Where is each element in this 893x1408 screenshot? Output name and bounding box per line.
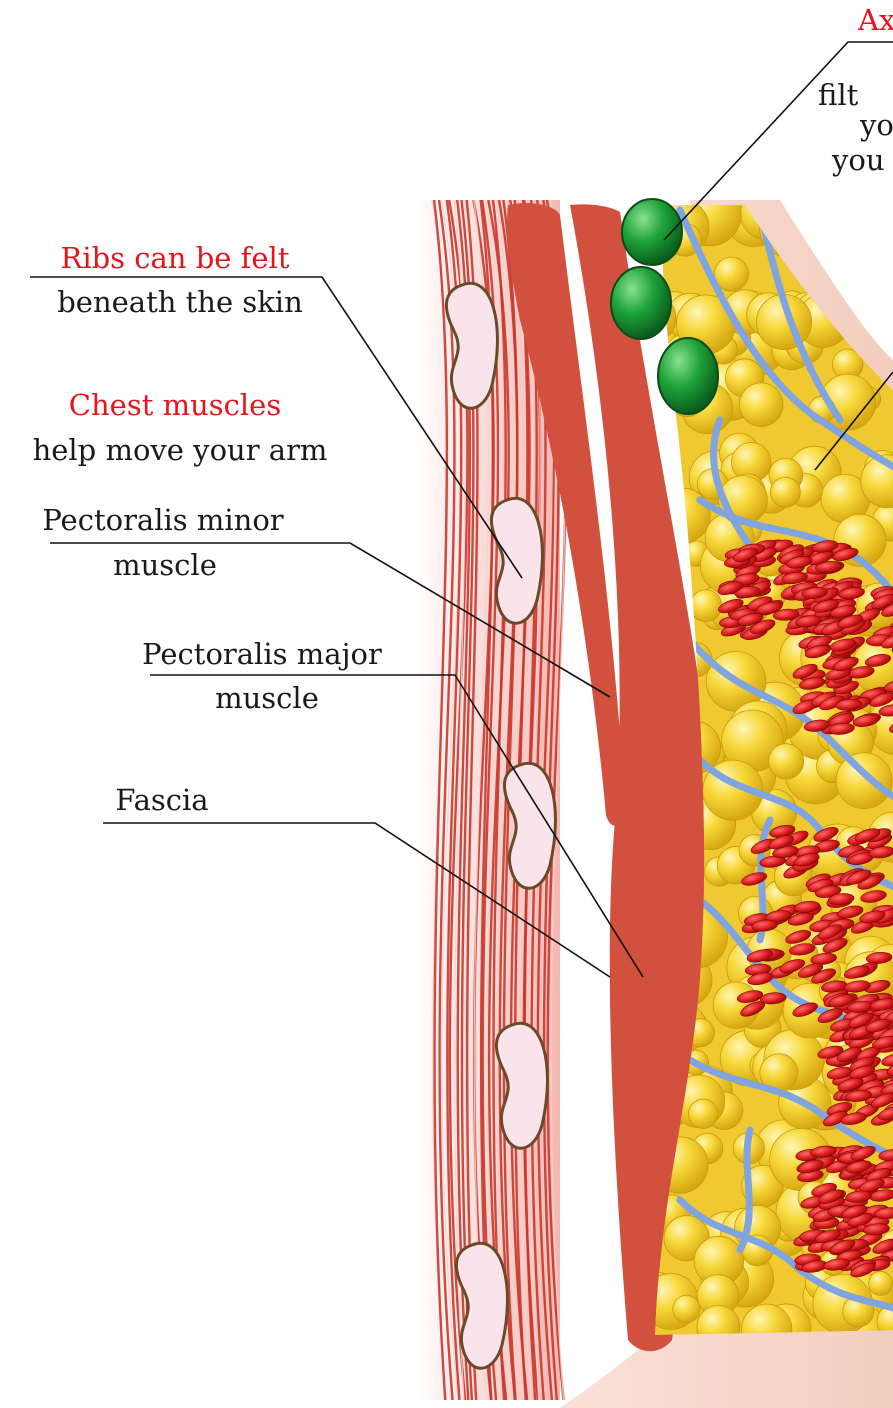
fat-lobule xyxy=(870,199,893,237)
pectoralis-major-label-line-2: muscle xyxy=(215,681,319,715)
fat-lobule xyxy=(688,1099,717,1128)
fat-lobule xyxy=(871,198,893,239)
fat-lobule xyxy=(869,1271,893,1295)
axillary-label-line-2: yo xyxy=(859,108,893,142)
fascia-label: Fascia xyxy=(115,783,208,817)
axillary-label-title: Ax xyxy=(857,3,893,37)
axillary-lymph-node-1 xyxy=(622,199,682,265)
axillary-label-line-1: filt xyxy=(818,78,859,112)
pectoralis-minor-label-line-2: muscle xyxy=(113,548,217,582)
ribs-label-text: beneath the skin xyxy=(57,285,303,319)
fat-lobule xyxy=(770,477,800,507)
fat-lobule xyxy=(769,744,804,779)
fat-lobule xyxy=(836,753,892,809)
fat-lobule xyxy=(690,590,722,622)
axillary-lymph-node-3 xyxy=(658,338,718,414)
chest-muscles-label-title: Chest muscles xyxy=(69,388,281,422)
pectoralis-major-leader-line xyxy=(150,675,643,977)
axillary-label-line-3: you xyxy=(831,143,885,177)
pectoralis-minor-label-line-1: Pectoralis minor xyxy=(42,503,283,537)
chest-muscles-label-text: help move your arm xyxy=(33,433,328,467)
fat-lobule xyxy=(840,220,885,265)
ribs-label-title: Ribs can be felt xyxy=(61,241,290,275)
axillary-lymph-node-2 xyxy=(611,267,671,339)
fat-lobule xyxy=(673,1295,700,1322)
fat-lobule xyxy=(867,292,893,330)
anatomy-illustration xyxy=(413,183,893,1408)
fat-lobule xyxy=(801,197,833,229)
fat-lobule xyxy=(857,290,884,317)
pectoralis-major-label-line-1: Pectoralis major xyxy=(142,637,382,671)
fat-lobule xyxy=(739,383,783,427)
